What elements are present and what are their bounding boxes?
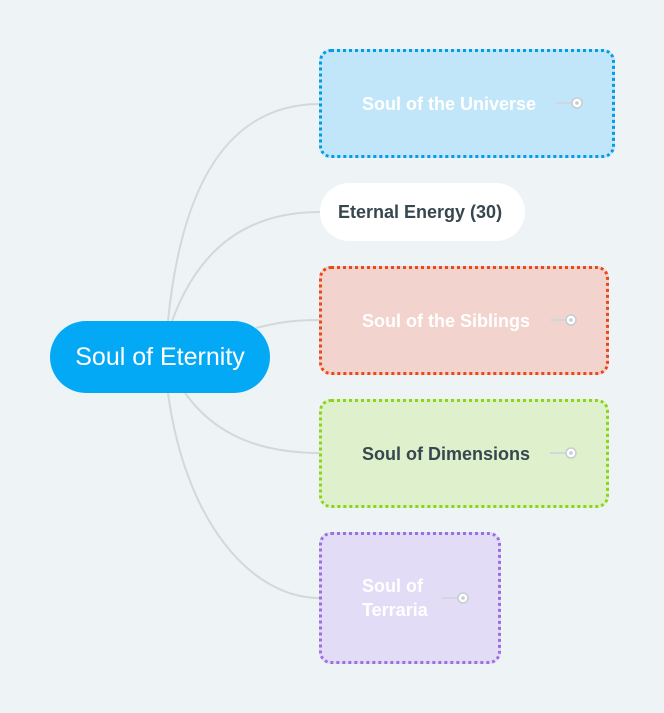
connector-dimensions bbox=[184, 392, 321, 454]
topic-soul-of-the-universe[interactable]: Soul of the Universe bbox=[319, 49, 615, 158]
connector-siblings bbox=[255, 319, 321, 329]
expand-toggle-icon[interactable] bbox=[550, 447, 580, 459]
topic-soul-of-terraria[interactable]: Soul of Terraria bbox=[319, 532, 501, 664]
connector-energy bbox=[171, 211, 321, 322]
expand-toggle-icon[interactable] bbox=[556, 97, 586, 109]
connector-terraria bbox=[167, 392, 321, 599]
topic-label: Soul of Terraria bbox=[362, 576, 428, 620]
topic-eternal-energy[interactable]: Eternal Energy (30) bbox=[320, 183, 525, 241]
central-topic[interactable]: Soul of Eternity bbox=[50, 321, 270, 393]
connector-universe bbox=[167, 103, 321, 322]
expand-toggle-icon[interactable] bbox=[550, 314, 580, 326]
topic-label: Soul of the Siblings bbox=[362, 310, 530, 331]
topic-label: Soul of the Universe bbox=[362, 93, 537, 114]
topic-label: Soul of Dimensions bbox=[362, 443, 531, 464]
expand-toggle-icon[interactable] bbox=[442, 592, 472, 604]
topic-label: Eternal Energy (30) bbox=[338, 202, 503, 222]
central-topic-label: Soul of Eternity bbox=[75, 342, 245, 371]
